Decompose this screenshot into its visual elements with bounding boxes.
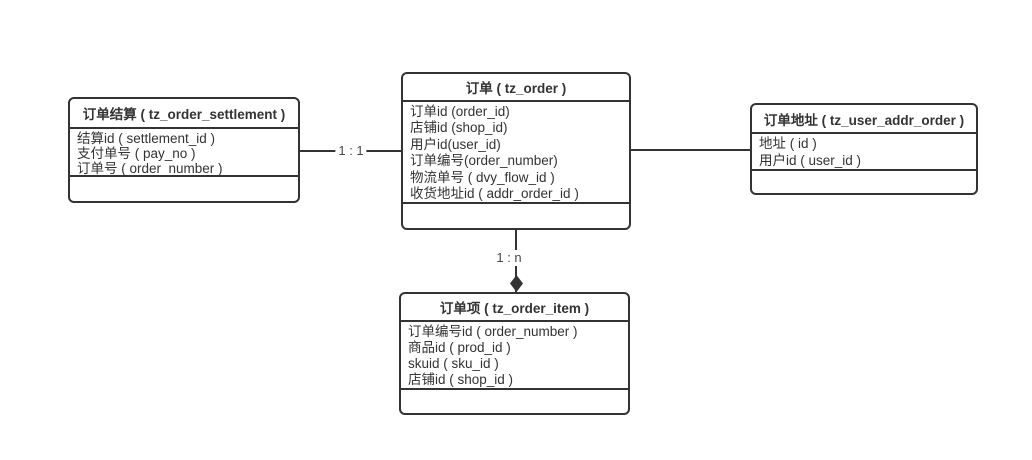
entity-order-fields: 订单id (order_id) 店铺id (shop_id) 用户id(user…	[403, 102, 629, 204]
field-row: 用户id(user_id)	[410, 136, 501, 152]
cardinality-label-1-1: 1 : 1	[335, 143, 367, 159]
field-row: 订单编号id ( order_number )	[408, 324, 578, 339]
entity-order-title: 订单 ( tz_order )	[403, 74, 629, 102]
entity-order-settlement-title: 订单结算 ( tz_order_settlement )	[70, 99, 298, 129]
field-row: 地址 ( id )	[759, 136, 817, 151]
entity-order[interactable]: 订单 ( tz_order ) 订单id (order_id) 店铺id (sh…	[401, 72, 631, 230]
entity-order-settlement[interactable]: 订单结算 ( tz_order_settlement ) 结算id ( sett…	[68, 97, 300, 203]
field-row: skuid ( sku_id )	[408, 356, 499, 371]
field-row: 物流单号 ( dvy_flow_id )	[410, 169, 555, 185]
entity-user-addr-order-fields: 地址 ( id ) 用户id ( user_id )	[752, 134, 976, 171]
entity-order-item-title: 订单项 ( tz_order_item )	[401, 294, 628, 322]
cardinality-label-1-n: 1 : n	[493, 250, 525, 266]
connector-order-addr[interactable]	[631, 149, 750, 151]
diamond-arrow-icon	[510, 275, 523, 292]
entity-user-addr-order-title: 订单地址 ( tz_user_addr_order )	[752, 105, 976, 134]
field-row: 订单id (order_id)	[410, 104, 510, 119]
entity-order-settlement-fields: 结算id ( settlement_id ) 支付单号 ( pay_no ) 订…	[70, 129, 298, 177]
entity-order-item[interactable]: 订单项 ( tz_order_item ) 订单编号id ( order_num…	[399, 292, 630, 415]
field-row: 商品id ( prod_id )	[408, 340, 511, 355]
entity-user-addr-order[interactable]: 订单地址 ( tz_user_addr_order ) 地址 ( id ) 用户…	[750, 103, 978, 195]
field-row: 店铺id (shop_id)	[410, 120, 508, 136]
field-row: 店铺id ( shop_id )	[408, 372, 514, 387]
field-row: 收货地址id ( addr_order_id )	[410, 186, 579, 202]
field-row: 结算id ( settlement_id )	[77, 131, 216, 146]
entity-order-item-fields: 订单编号id ( order_number ) 商品id ( prod_id )…	[401, 322, 628, 390]
field-row: 支付单号 ( pay_no )	[77, 146, 196, 161]
field-row: 用户id ( user_id )	[759, 152, 862, 168]
field-row: 订单编号(order_number)	[410, 153, 558, 169]
field-row: 订单号 ( order_number )	[77, 161, 223, 176]
